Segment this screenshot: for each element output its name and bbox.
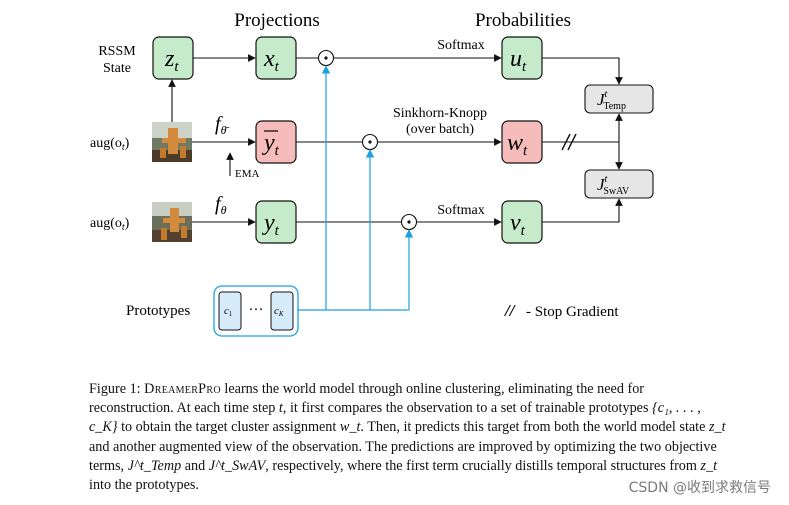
watermark: CSDN @收到求救信号 — [628, 480, 771, 496]
svg-text:ut: ut — [510, 46, 527, 75]
dot-operator-3 — [400, 213, 418, 231]
figure-caption: Figure 1: DreamerPro learns the world mo… — [89, 381, 726, 494]
dot-operator-1 — [317, 49, 335, 67]
sinkhorn-label-line1: Sinkhorn-Knopp — [393, 106, 487, 121]
svg-text:xt: xt — [263, 46, 280, 75]
aug-label-1: aug(ot) — [90, 136, 130, 153]
node-z: zt — [152, 36, 194, 80]
svg-text:zt: zt — [164, 46, 179, 75]
stop-gradient-symbol: // — [503, 301, 517, 320]
dot-operator-2 — [361, 133, 379, 151]
node-ybar: yt — [255, 120, 297, 164]
svg-text:c1: c1 — [224, 305, 233, 318]
rssm-label-line2: State — [103, 61, 131, 76]
node-v: vt — [501, 200, 543, 244]
stop-gradient-legend: - Stop Gradient — [526, 304, 619, 320]
model-name: DreamerPro — [144, 381, 221, 397]
dreamerpro-diagram: Projections Probabilities RSSM State aug… — [90, 10, 654, 337]
prototype-connections — [298, 65, 414, 311]
ema-label: EMA — [235, 168, 260, 180]
observation-image-1 — [152, 122, 192, 162]
svg-text:vt: vt — [510, 210, 526, 239]
svg-text:yt: yt — [262, 130, 280, 159]
svg-text:yt: yt — [262, 210, 280, 239]
node-u: ut — [501, 36, 543, 80]
black-connections — [168, 54, 623, 226]
prototypes-label: Prototypes — [126, 303, 190, 319]
svg-text:···: ··· — [249, 302, 264, 318]
f-theta-label: fθ — [215, 193, 227, 217]
svg-text:wt: wt — [507, 130, 528, 159]
node-w: wt — [501, 120, 543, 164]
softmax-bottom-label: Softmax — [437, 203, 484, 218]
sinkhorn-label-line2: (over batch) — [406, 122, 474, 137]
header-probabilities: Probabilities — [475, 10, 571, 31]
observation-image-2 — [152, 202, 192, 242]
softmax-top-label: Softmax — [437, 38, 484, 53]
rssm-label-line1: RSSM — [98, 44, 136, 59]
node-y: yt — [255, 200, 297, 244]
header-projections: Projections — [234, 10, 320, 31]
f-theta-bar-label: fθ̄ — [215, 113, 229, 137]
node-x: xt — [255, 36, 297, 80]
svg-text:cK: cK — [274, 305, 284, 318]
prototypes-container: c1 ··· cK — [213, 285, 299, 337]
aug-label-2: aug(ot) — [90, 216, 130, 233]
figure-label: Figure 1: — [89, 381, 145, 397]
stop-gradient-mark — [561, 133, 577, 151]
